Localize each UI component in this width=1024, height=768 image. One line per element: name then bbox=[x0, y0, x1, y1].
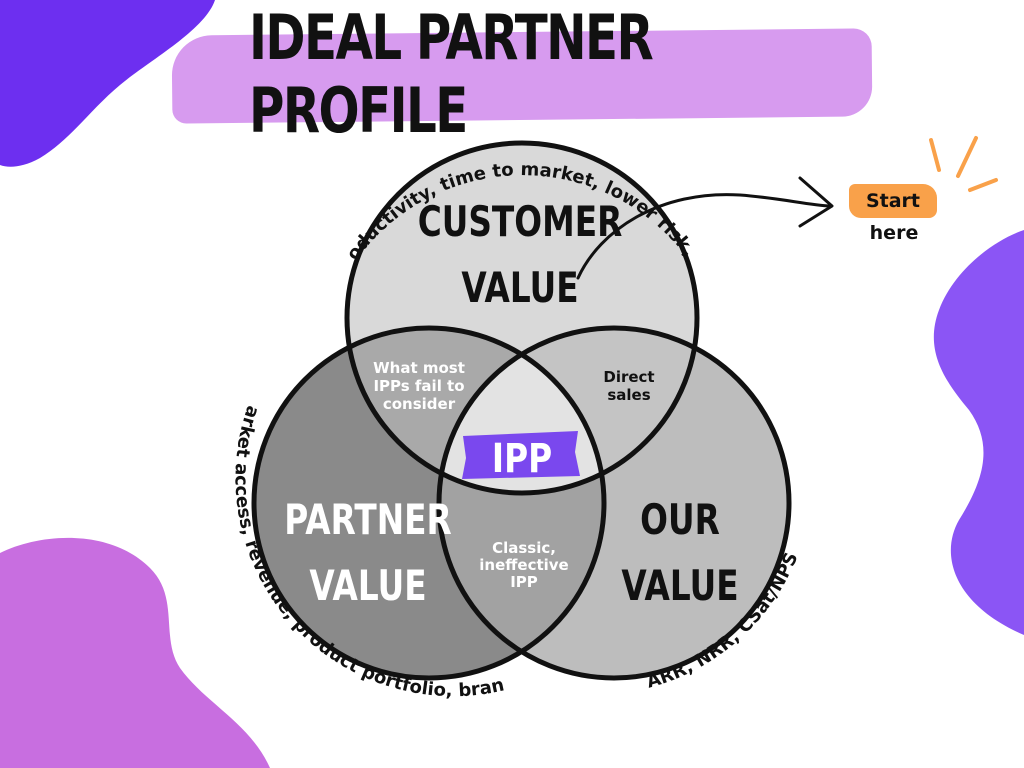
start-badge: Start bbox=[849, 184, 937, 218]
overlap-partner-ours-line3: IPP bbox=[510, 573, 538, 591]
overlap-customer-ours-line2: sales bbox=[607, 386, 650, 404]
our-value-line1: OUR bbox=[640, 495, 720, 544]
overlap-partner-ours-line1: Classic, bbox=[492, 539, 556, 557]
overlap-customer-ours-line1: Direct bbox=[603, 368, 654, 386]
partner-value-line1: PARTNER bbox=[284, 495, 451, 544]
partner-value-line2: VALUE bbox=[309, 561, 426, 610]
our-value-line2: VALUE bbox=[621, 561, 738, 610]
customer-value-line1: CUSTOMER bbox=[418, 197, 623, 246]
customer-value-line2: VALUE bbox=[461, 263, 578, 312]
overlap-customer-partner-line2: IPPs fail to bbox=[373, 377, 464, 395]
overlap-customer-partner-line1: What most bbox=[373, 359, 465, 377]
sparkle-lines-icon bbox=[931, 138, 996, 190]
overlap-customer-partner-line3: consider bbox=[383, 395, 456, 413]
overlap-partner-ours-line2: ineffective bbox=[479, 556, 568, 574]
start-subtext: here bbox=[849, 222, 939, 244]
ipp-label: IPP bbox=[492, 435, 552, 482]
